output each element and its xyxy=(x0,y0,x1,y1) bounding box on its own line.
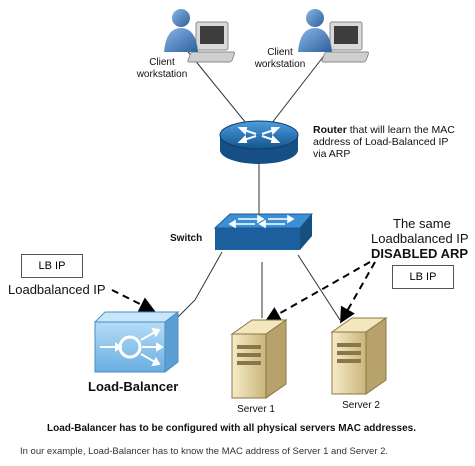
router-text-line3: via ARP xyxy=(313,148,351,160)
arrow-to-server1 xyxy=(264,261,371,322)
connection-lines xyxy=(174,47,341,321)
same-ip-note-line2: Loadbalanced IP xyxy=(371,231,469,246)
client-workstation-2-icon xyxy=(298,9,370,63)
router-title: Router xyxy=(313,124,347,136)
footer-line2: In our example, Load-Balancer has to kno… xyxy=(20,446,389,457)
router-icon xyxy=(219,120,299,164)
switch-label: Switch xyxy=(170,233,203,244)
router-description: Router that will learn the MAC address o… xyxy=(313,124,473,160)
load-balancer-label: Load-Balancer xyxy=(88,379,179,394)
link-switch-server2 xyxy=(297,254,341,321)
load-balancer-icon xyxy=(93,310,180,374)
switch-icon xyxy=(213,213,314,250)
client-2-label-line2: workstation xyxy=(254,59,306,70)
server-1-icon xyxy=(230,319,288,399)
same-ip-note-line3: DISABLED ARP xyxy=(371,246,469,261)
router-text-line2: address of Load-Balanced IP xyxy=(313,136,449,148)
link-switch-lb xyxy=(174,251,223,321)
client-1-label-line2: workstation xyxy=(136,69,188,80)
client-workstation-1-icon xyxy=(164,9,236,63)
client-2-label: Client workstation xyxy=(240,47,320,71)
loadbalanced-ip-label: Loadbalanced IP xyxy=(8,282,106,297)
client-2-label-line1: Client xyxy=(267,47,293,58)
dashed-arrows xyxy=(111,261,376,324)
same-ip-note-line1: The same xyxy=(393,216,451,231)
arrow-to-server2 xyxy=(340,261,376,324)
server-2-icon xyxy=(330,317,388,395)
server-2-label: Server 2 xyxy=(342,400,380,411)
router-text-line1: that will learn the MAC xyxy=(346,124,455,136)
lb-ip-box-right: LB IP xyxy=(392,265,454,289)
arrow-to-lb xyxy=(111,289,156,312)
server-1-label: Server 1 xyxy=(237,404,275,415)
lb-ip-box-left: LB IP xyxy=(21,254,83,278)
link-client2-router xyxy=(267,47,331,129)
footer-line1: Load-Balancer has to be configured with … xyxy=(47,423,417,434)
client-1-label: Client workstation xyxy=(122,57,202,81)
same-ip-note: The same Loadbalanced IP DISABLED ARP xyxy=(371,216,475,261)
client-1-label-line1: Client xyxy=(149,57,175,68)
